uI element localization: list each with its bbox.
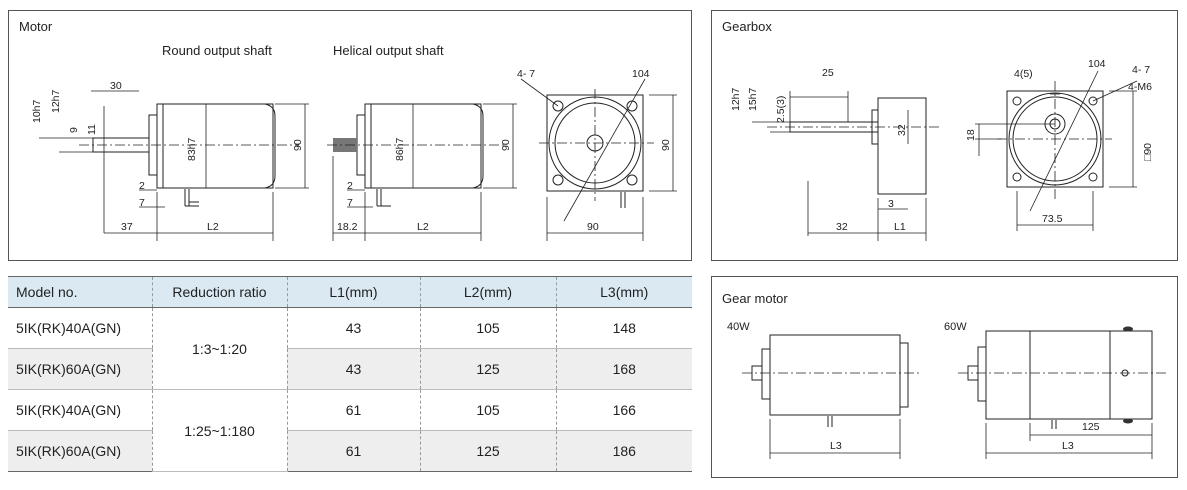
dim-7-b: 7 bbox=[347, 197, 353, 209]
label-60w: 60W bbox=[944, 321, 967, 333]
cell-l3: 186 bbox=[555, 430, 692, 472]
gb-dim-104: 104 bbox=[1088, 58, 1106, 70]
cell-l2: 125 bbox=[419, 430, 556, 472]
cell-l2: 125 bbox=[419, 348, 556, 390]
cell-model: 5IK(RK)40A(GN) bbox=[8, 389, 152, 431]
gm-dim-L3-b: L3 bbox=[1062, 440, 1074, 452]
cell-ratio: 1:25~1:180 bbox=[151, 389, 287, 472]
gb-dim-15h7: 15h7 bbox=[747, 87, 759, 111]
motor-panel: Motor Round output shaft Helical output … bbox=[8, 10, 692, 261]
gb-dim-4-M6: 4-M6 bbox=[1128, 81, 1152, 93]
gb-dim-18: 18 bbox=[965, 129, 977, 141]
dim-7-a: 7 bbox=[139, 197, 145, 209]
table-row: 5IK(RK)60A(GN) 43 125 168 bbox=[8, 348, 692, 390]
dim-104: 104 bbox=[632, 68, 650, 80]
gb-dim-4-5: 4(5) bbox=[1014, 68, 1033, 80]
gm60-gearbox bbox=[1109, 330, 1153, 420]
gb-dim-73-5: 73.5 bbox=[1042, 213, 1063, 225]
dim-37: 37 bbox=[121, 221, 133, 233]
gb-dim-3: 3 bbox=[888, 198, 894, 210]
gear-motor-panel-title: Gear motor bbox=[722, 291, 788, 306]
dim-9: 9 bbox=[68, 127, 80, 133]
gearbox-drawing: 12h7 15h7 2.5(3) 25 32 3 32 L1 4(5) 104 … bbox=[730, 58, 1154, 241]
gearbox-panel: Gearbox bbox=[711, 10, 1178, 261]
dim-4-7: 4- 7 bbox=[517, 68, 535, 80]
gm-dim-L3-a: L3 bbox=[830, 440, 842, 452]
gb-dim-32-a: 32 bbox=[896, 124, 908, 136]
dim-30: 30 bbox=[110, 80, 122, 92]
dim-90-d: 90 bbox=[587, 221, 599, 233]
cell-l3: 148 bbox=[555, 307, 692, 349]
round-motor-body bbox=[156, 103, 274, 189]
header-l1: L1(mm) bbox=[286, 276, 420, 308]
dim-90-a: 90 bbox=[292, 139, 304, 151]
gm40-body bbox=[769, 334, 901, 416]
motor-panel-title: Motor bbox=[19, 19, 53, 34]
dim-86h7: 86h7 bbox=[394, 137, 406, 161]
dim-12h7: 12h7 bbox=[50, 89, 62, 113]
cell-l1: 61 bbox=[286, 389, 420, 431]
cell-l1: 43 bbox=[286, 348, 420, 390]
gb-dim-12h7: 12h7 bbox=[730, 87, 742, 111]
dim-10h7: 10h7 bbox=[31, 99, 43, 123]
header-model: Model no. bbox=[8, 276, 152, 308]
cell-model: 5IK(RK)40A(GN) bbox=[8, 307, 152, 349]
dim-2-a: 2 bbox=[139, 180, 145, 192]
cell-l2: 105 bbox=[419, 389, 556, 431]
gm60-body bbox=[985, 330, 1111, 420]
gm-dim-125: 125 bbox=[1082, 421, 1100, 433]
cell-l1: 43 bbox=[286, 307, 420, 349]
gb-dim-2-5: 2.5(3) bbox=[775, 96, 787, 123]
dim-83h7: 83h7 bbox=[186, 137, 198, 161]
dim-L2-a: L2 bbox=[207, 221, 219, 233]
dim-L2-b: L2 bbox=[417, 221, 429, 233]
header-l3: L3(mm) bbox=[555, 276, 692, 308]
cell-l2: 105 bbox=[419, 307, 556, 349]
round-shaft-label: Round output shaft bbox=[162, 43, 272, 58]
dim-2-b: 2 bbox=[347, 180, 353, 192]
cell-l3: 166 bbox=[555, 389, 692, 431]
table-row: 5IK(RK)40A(GN) 1:25~1:180 61 105 166 bbox=[8, 389, 692, 472]
gb-dim-90-sq: □90 bbox=[1142, 143, 1154, 161]
gearbox-body bbox=[877, 97, 927, 195]
cell-model: 5IK(RK)60A(GN) bbox=[8, 348, 152, 390]
dim-90-b: 90 bbox=[500, 139, 512, 151]
label-40w: 40W bbox=[727, 321, 750, 333]
cell-l1: 61 bbox=[286, 430, 420, 472]
cell-model: 5IK(RK)60A(GN) bbox=[8, 430, 152, 472]
header-l2: L2(mm) bbox=[419, 276, 556, 308]
header-ratio: Reduction ratio bbox=[151, 276, 287, 308]
cell-l3: 168 bbox=[555, 348, 692, 390]
gb-dim-25: 25 bbox=[822, 67, 834, 79]
dim-90-c: 90 bbox=[660, 139, 672, 151]
helical-shaft-label: Helical output shaft bbox=[333, 43, 444, 58]
gear-motor-panel: Gear motor 40W 60W bbox=[711, 276, 1178, 478]
gear-motor-drawing: L3 125 L3 bbox=[742, 326, 1167, 459]
gb-dim-4-7: 4- 7 bbox=[1132, 64, 1150, 76]
gb-dim-32-b: 32 bbox=[836, 221, 848, 233]
table-header-row: Model no. Reduction ratio L1(mm) L2(mm) … bbox=[8, 276, 692, 308]
spec-table: Model no. Reduction ratio L1(mm) L2(mm) … bbox=[8, 276, 692, 472]
gearbox-panel-title: Gearbox bbox=[722, 19, 772, 34]
table-row: 5IK(RK)60A(GN) 61 125 186 bbox=[8, 430, 692, 472]
table-row: 5IK(RK)40A(GN) 1:3~1:20 43 105 148 bbox=[8, 307, 692, 390]
dim-18-2: 18.2 bbox=[337, 221, 358, 233]
motor-drawing: 10h7 12h7 9 11 30 83h7 90 2 7 37 L2 86h7… bbox=[31, 68, 677, 241]
gb-dim-L1: L1 bbox=[894, 221, 906, 233]
cell-ratio: 1:3~1:20 bbox=[151, 307, 287, 390]
helical-motor-body bbox=[364, 103, 482, 189]
dim-11: 11 bbox=[86, 124, 98, 135]
